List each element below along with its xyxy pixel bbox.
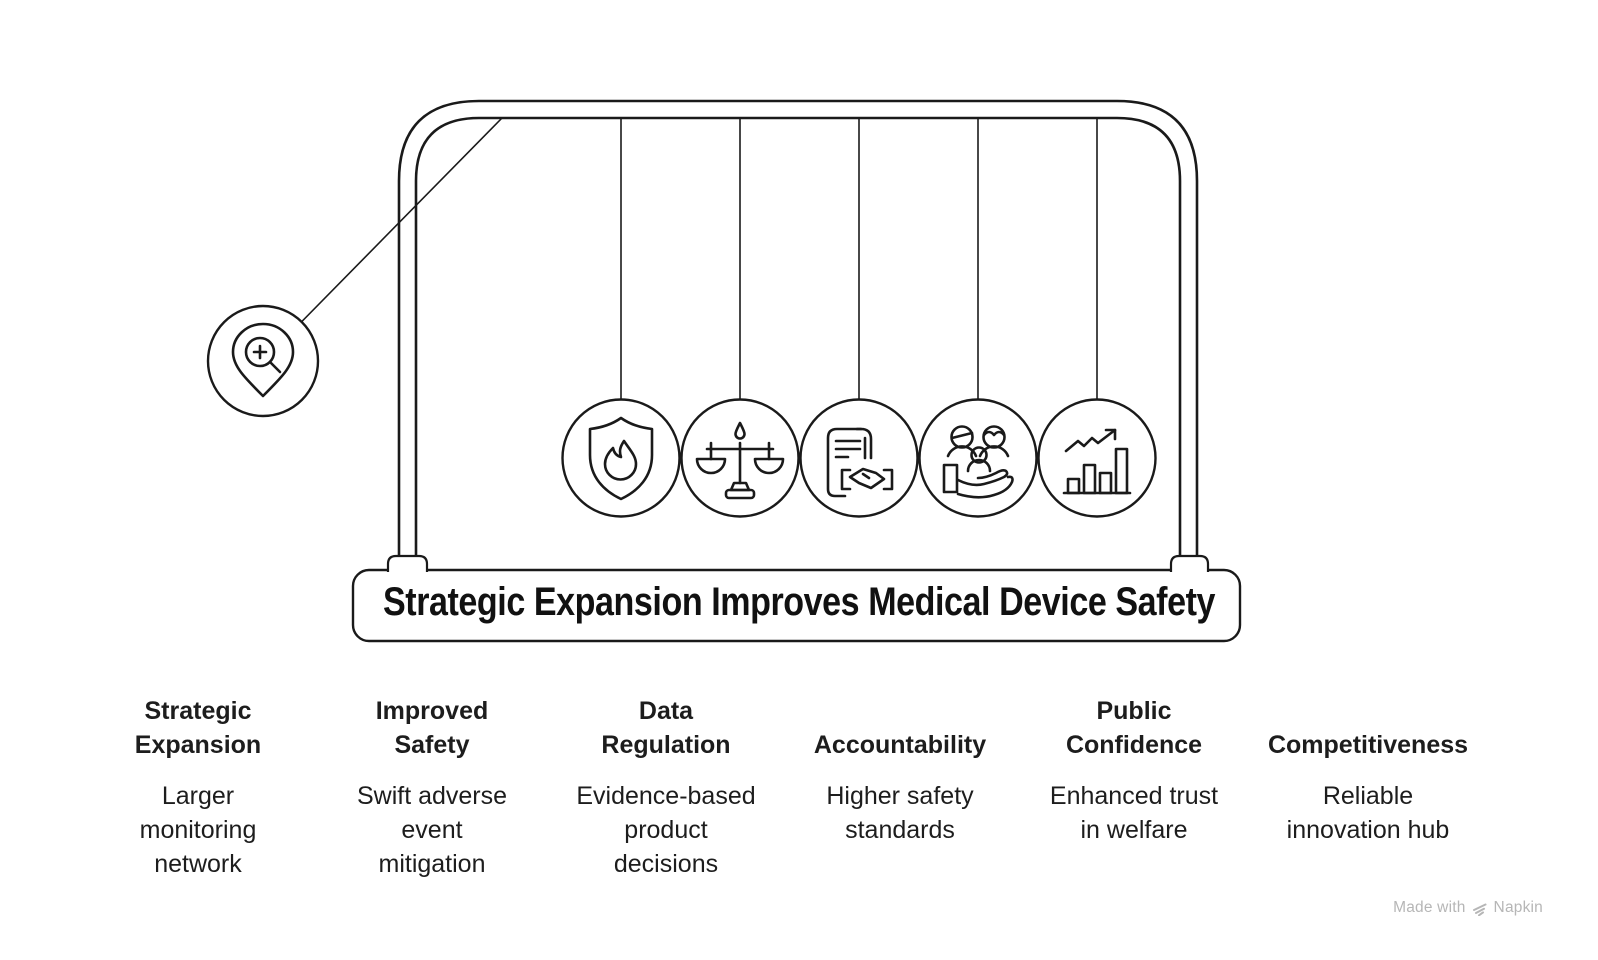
- pendulum-ball-swung: [206, 304, 320, 418]
- column-header: Accountability: [813, 731, 987, 759]
- contract-handshake-icon: [826, 427, 894, 498]
- column-header: Improved Safety: [375, 697, 489, 759]
- column-description: Evidence-based product decisions: [576, 782, 756, 878]
- column-header: Strategic Expansion: [134, 697, 262, 759]
- people-care-icon: [942, 425, 1014, 499]
- frame-foot-left: [386, 554, 429, 572]
- base-plate: [351, 568, 1242, 643]
- column-description: Reliable innovation hub: [1286, 782, 1450, 844]
- justice-scales-icon: [695, 421, 785, 500]
- pendulum-ball: [799, 398, 919, 518]
- newtons-cradle-graphic: Strategic Expansion Improves Medical Dev…: [206, 99, 1242, 643]
- column-header: Competitiveness: [1267, 731, 1469, 759]
- pendulum-ball: [1037, 398, 1157, 518]
- pendulum-ball: [561, 398, 681, 518]
- column-description: Larger monitoring network: [139, 782, 257, 878]
- shield-flame-icon: [588, 416, 654, 501]
- benefit-columns: Strategic Expansion Larger monitoring ne…: [81, 690, 1485, 881]
- benefit-column: Data Regulation Evidence-based product d…: [549, 690, 783, 881]
- frame-inner-line: [414, 116, 1182, 574]
- diagram-title: Strategic Expansion Improves Medical Dev…: [383, 580, 1216, 624]
- column-header: Public Confidence: [1065, 697, 1203, 759]
- watermark-text: Made with: [1393, 899, 1466, 916]
- column-description: Higher safety standards: [826, 782, 974, 844]
- location-search-icon: [231, 322, 295, 398]
- benefit-column: Accountability Higher safety standards: [783, 690, 1017, 881]
- column-header: Data Regulation: [601, 697, 731, 759]
- watermark-brand: Napkin: [1493, 899, 1543, 916]
- frame-foot-right: [1169, 554, 1210, 572]
- swung-pendulum-string: [262, 117, 503, 362]
- watermark: Made with Napkin: [1393, 899, 1543, 917]
- column-description: Swift adverse event mitigation: [356, 782, 508, 878]
- benefit-column: Competitiveness Reliable innovation hub: [1251, 690, 1485, 881]
- benefit-column: Improved Safety Swift adverse event miti…: [315, 690, 549, 881]
- benefit-column: Public Confidence Enhanced trust in welf…: [1017, 690, 1251, 881]
- napkin-logo-icon: [1472, 903, 1487, 916]
- benefit-column: Strategic Expansion Larger monitoring ne…: [81, 690, 315, 881]
- column-description: Enhanced trust in welfare: [1049, 782, 1219, 844]
- pendulum-ball: [918, 398, 1038, 518]
- growth-chart-icon: [1062, 428, 1132, 495]
- frame-outer-line: [397, 99, 1199, 574]
- pendulum-ball: [680, 398, 800, 518]
